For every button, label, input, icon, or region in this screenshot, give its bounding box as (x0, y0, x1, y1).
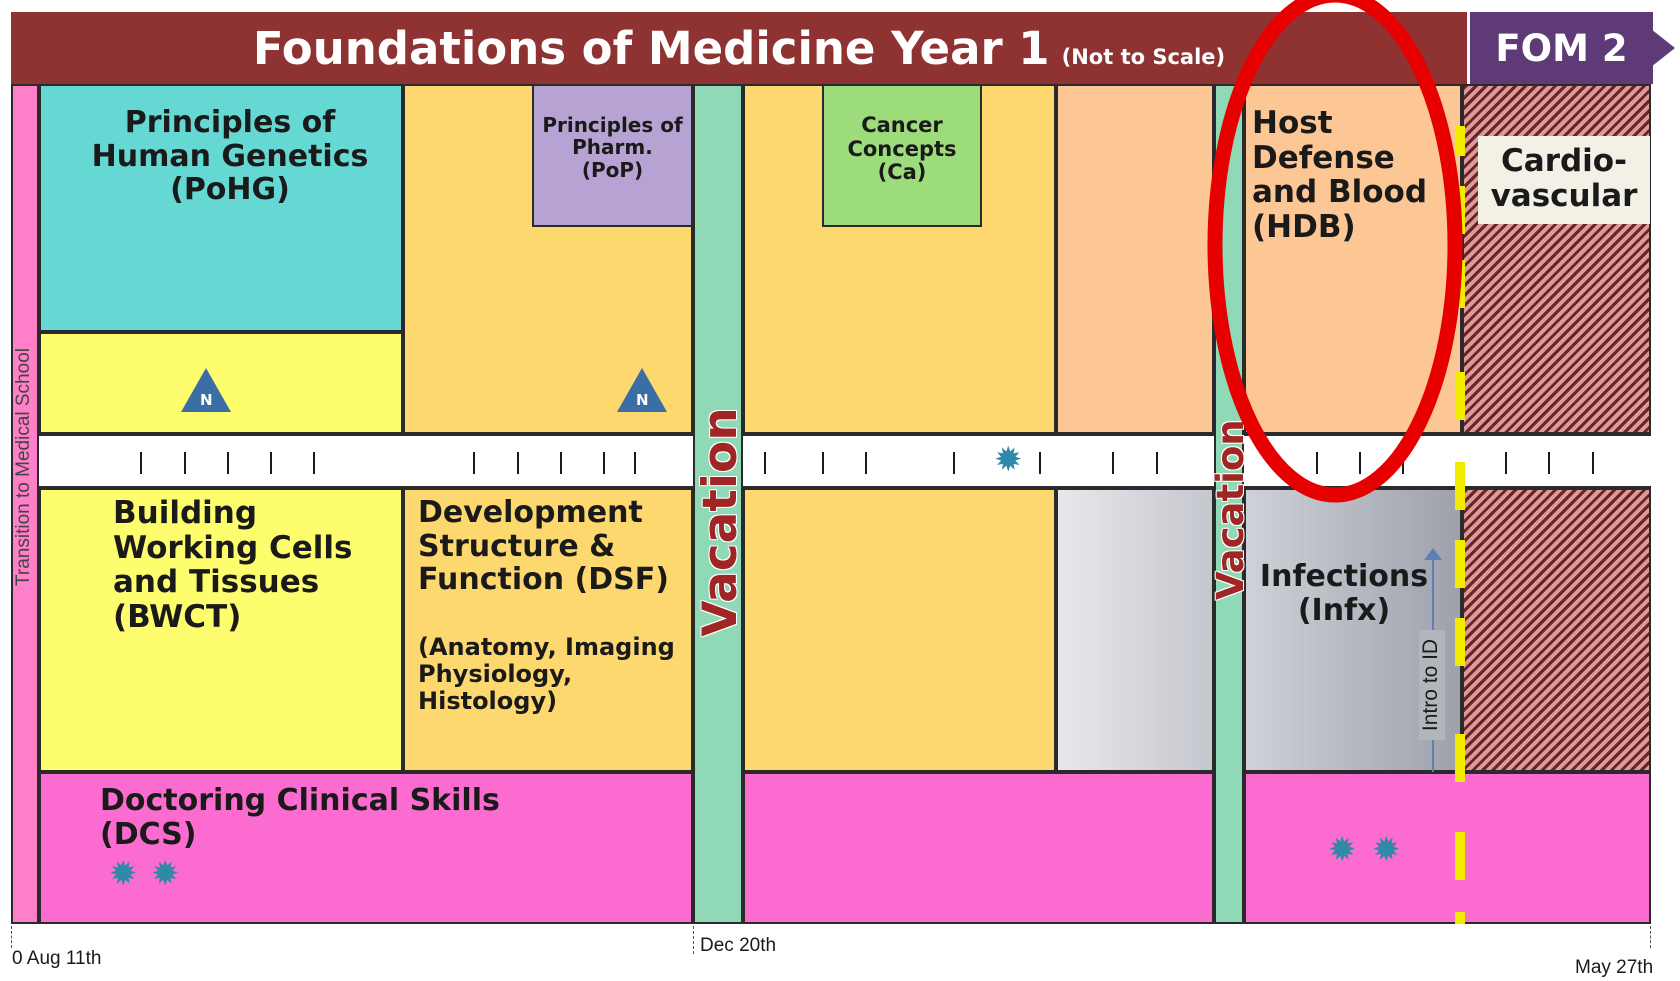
cardio-box (1478, 136, 1650, 224)
mid-marker (693, 926, 694, 954)
dcs-block (39, 772, 693, 924)
end-dash (1455, 832, 1465, 880)
end-dash (1455, 372, 1465, 420)
nbme-triangle-icon (181, 368, 231, 412)
bwct-block (39, 488, 403, 772)
infx-label: Infections (Infx) (1259, 559, 1429, 628)
dcs-star-icon: ✹ (1372, 831, 1401, 869)
week-tick (140, 452, 142, 474)
week-tick (764, 452, 766, 474)
end-dash (1455, 126, 1465, 156)
dcs-block-2 (743, 772, 1214, 924)
timeline-strip-2 (743, 434, 1214, 488)
page-title: Foundations of Medicine Year 1 (252, 21, 1050, 75)
week-tick (953, 452, 955, 474)
transition-strip (11, 84, 39, 924)
vacation-label-1: Vacation (693, 407, 748, 637)
week-tick (1359, 452, 1361, 474)
hdb-label: Host Defense and Blood (HDB) (1252, 105, 1428, 246)
dcs-label: Doctoring Clinical Skills (DCS) (100, 783, 500, 852)
spring-bottom-block (743, 488, 1056, 772)
week-tick (822, 452, 824, 474)
nbme-triangle-icon (617, 368, 667, 412)
pohg-label: Principles of Human Genetics (PoHG) (91, 105, 369, 208)
fom2-arrow-icon (1651, 29, 1675, 67)
transition-label: Transition to Medical School (13, 348, 34, 586)
week-tick (1112, 452, 1114, 474)
week-tick (865, 452, 867, 474)
end-dash (1455, 462, 1465, 510)
week-tick (603, 452, 605, 474)
pop-label: Principles of Pharm. (PoP) (542, 113, 683, 182)
start-date: 0 Aug 11th (12, 948, 102, 969)
pohg-block (39, 84, 403, 332)
week-tick (1505, 452, 1507, 474)
end-marker (1650, 926, 1651, 948)
pop-block (532, 84, 693, 227)
dsf-block (403, 488, 693, 772)
end-date: May 27th (1575, 957, 1654, 978)
week-tick (1592, 452, 1594, 474)
week-tick (227, 452, 229, 474)
highlight-ellipse (1207, 0, 1463, 503)
timeline-strip-3 (1244, 434, 1651, 488)
end-dash (1455, 618, 1465, 666)
week-tick (313, 452, 315, 474)
week-tick (634, 452, 636, 474)
dcs-block-3 (1244, 772, 1651, 924)
week-tick (473, 452, 475, 474)
week-tick (560, 452, 562, 474)
cancer-block (822, 84, 982, 227)
mid-date: Dec 20th (700, 935, 777, 956)
end-dash (1455, 540, 1465, 588)
start-marker (11, 926, 12, 948)
dcs-star-icon: ✹ (1328, 831, 1357, 869)
cardio-label: Cardio-vascular (1490, 143, 1638, 214)
week-tick (1316, 452, 1318, 474)
nbme-badge-letter: N (636, 391, 649, 409)
title-container: Foundations of Medicine Year 1 (Not to S… (11, 12, 1467, 84)
end-dash (1455, 912, 1465, 924)
week-tick (1548, 452, 1550, 474)
bwct-label: Building Working Cells and Tissues (BWCT… (113, 495, 353, 636)
cancer-label: Cancer Concepts (Ca) (847, 113, 957, 185)
cardio-hatch-bottom (1462, 488, 1651, 772)
week-tick (1039, 452, 1041, 474)
assessment-star-icon: ✹ (994, 441, 1023, 479)
infx-left-block (1056, 488, 1214, 772)
intro-id-label: Intro to ID (1419, 630, 1445, 740)
dsf-sublabel: (Anatomy, Imaging Physiology, Histology) (418, 633, 675, 715)
timeline-strip-gap (651, 434, 693, 488)
vacation-strip-1 (693, 84, 743, 924)
week-tick (1156, 452, 1158, 474)
arrow-up-icon (1424, 548, 1442, 560)
end-dash (1455, 734, 1465, 782)
page-subtitle: (Not to Scale) (1061, 45, 1226, 69)
week-tick (184, 452, 186, 474)
dcs-star-icon: ✹ (151, 855, 180, 893)
fom2-label: FOM 2 (1470, 12, 1653, 84)
nbme-badge-letter: N (200, 391, 213, 409)
dsf-label: Development Structure & Function (DSF) (418, 495, 669, 598)
week-tick (270, 452, 272, 474)
dcs-star-icon: ✹ (109, 855, 138, 893)
title-bar: Foundations of Medicine Year 1 (Not to S… (11, 12, 1467, 84)
week-tick (517, 452, 519, 474)
